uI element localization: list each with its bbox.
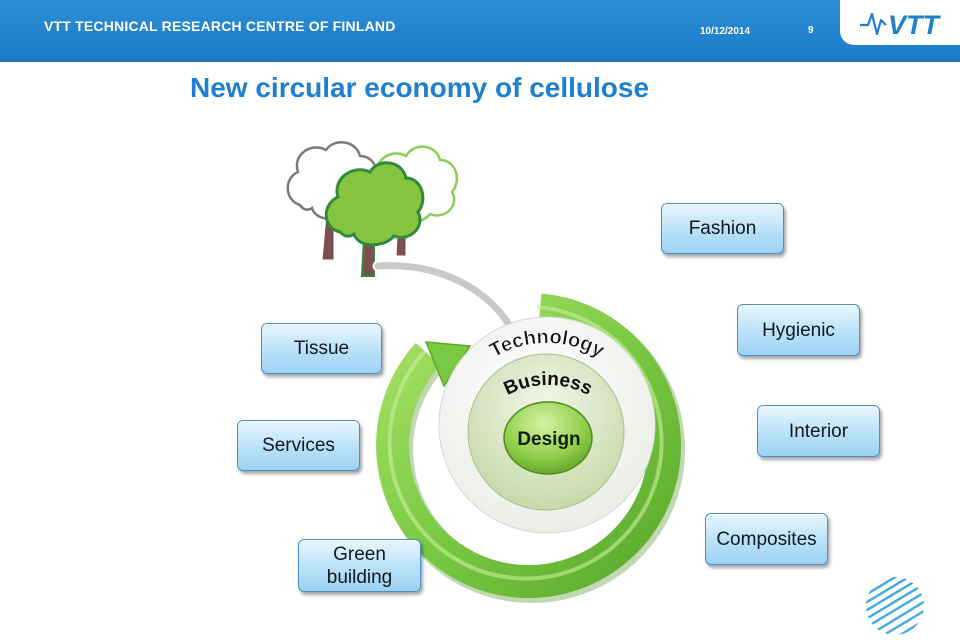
services-label: Services: [262, 435, 335, 456]
slide-date: 10/12/2014: [700, 26, 751, 37]
hygienic-label: Hygienic: [762, 319, 835, 341]
design-label: Design: [517, 429, 580, 450]
interior-label: Interior: [788, 420, 849, 442]
trees-icon: [286, 141, 459, 277]
hygienic-box: Hygienic: [737, 304, 860, 356]
design-core: [503, 401, 593, 475]
fashion-box: Fashion: [661, 203, 784, 254]
page-number: 9: [808, 25, 814, 36]
fashion-label: Fashion: [688, 218, 757, 239]
composites-label: Composites: [716, 528, 817, 550]
green-building-label-line1: Green: [333, 543, 386, 565]
vtt-logo: VTT: [860, 10, 942, 40]
tree-green-icon: [324, 161, 425, 277]
tissue-box: Tissue: [261, 323, 382, 374]
logo-pulse-icon: [860, 12, 887, 36]
header-bar: VTT TECHNICAL RESEARCH CENTRE OF FINLAND…: [0, 0, 960, 62]
services-box: Services: [237, 420, 360, 471]
decorative-globe-icon: [866, 577, 924, 635]
tissue-label: Tissue: [293, 338, 350, 359]
interior-box: Interior: [757, 405, 880, 457]
logo-panel: [840, 0, 960, 45]
organization-name: VTT TECHNICAL RESEARCH CENTRE OF FINLAND: [44, 18, 396, 34]
green-building-box: Green building: [298, 539, 421, 592]
slide-title: New circular economy of cellulose: [190, 72, 650, 103]
logo-text: VTT: [888, 10, 942, 40]
green-building-label-line2: building: [326, 566, 393, 588]
composites-box: Composites: [705, 513, 828, 565]
